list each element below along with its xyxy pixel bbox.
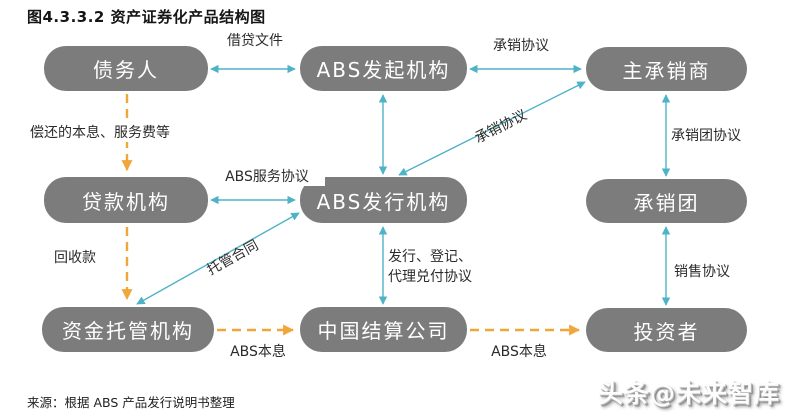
- edge-label-abs-principal-interest-right: ABS本息: [491, 344, 547, 360]
- node-fund-custodian: 资金托管机构: [42, 307, 214, 352]
- figure-title: 图4.3.3.2 资产证券化产品结构图: [27, 8, 266, 26]
- node-debtor: 债务人: [44, 46, 208, 91]
- edge-label-repayment: 偿还的本息、服务费等: [28, 124, 234, 143]
- edge-label-loan-documents: 借贷文件: [227, 33, 283, 49]
- node-lead-underwriter: 主承销商: [586, 47, 747, 91]
- edge-label-abs-principal-interest-left: ABS本息: [230, 344, 286, 360]
- edge-label-syndicate-agreement: 承销团协议: [671, 128, 741, 144]
- edge-label-issuance-agreement: 发行、登记、 代理兑付协议: [388, 249, 472, 286]
- edge-label-abs-service-agreement: ABS服务协议: [209, 168, 325, 187]
- node-syndicate: 承销团: [586, 179, 747, 223]
- watermark: 头条@未来智库: [597, 379, 780, 408]
- arrow-lead-issuer-diagonal: [398, 81, 586, 176]
- source-note: 来源：根据 ABS 产品发行说明书整理: [27, 395, 235, 410]
- node-china-clearing: 中国结算公司: [300, 307, 467, 352]
- edge-label-sales-agreement: 销售协议: [674, 264, 730, 280]
- edge-label-recovered-funds: 回收款: [54, 250, 96, 266]
- node-abs-issuer: ABS发行机构: [300, 177, 467, 223]
- edge-label-underwriting-agreement: 承销协议: [493, 38, 549, 54]
- node-abs-originator: ABS发起机构: [300, 46, 467, 91]
- node-investors: 投资者: [586, 308, 747, 352]
- arrow-issuer-custodian-diagonal: [136, 212, 300, 305]
- node-loan-institution: 贷款机构: [44, 177, 208, 223]
